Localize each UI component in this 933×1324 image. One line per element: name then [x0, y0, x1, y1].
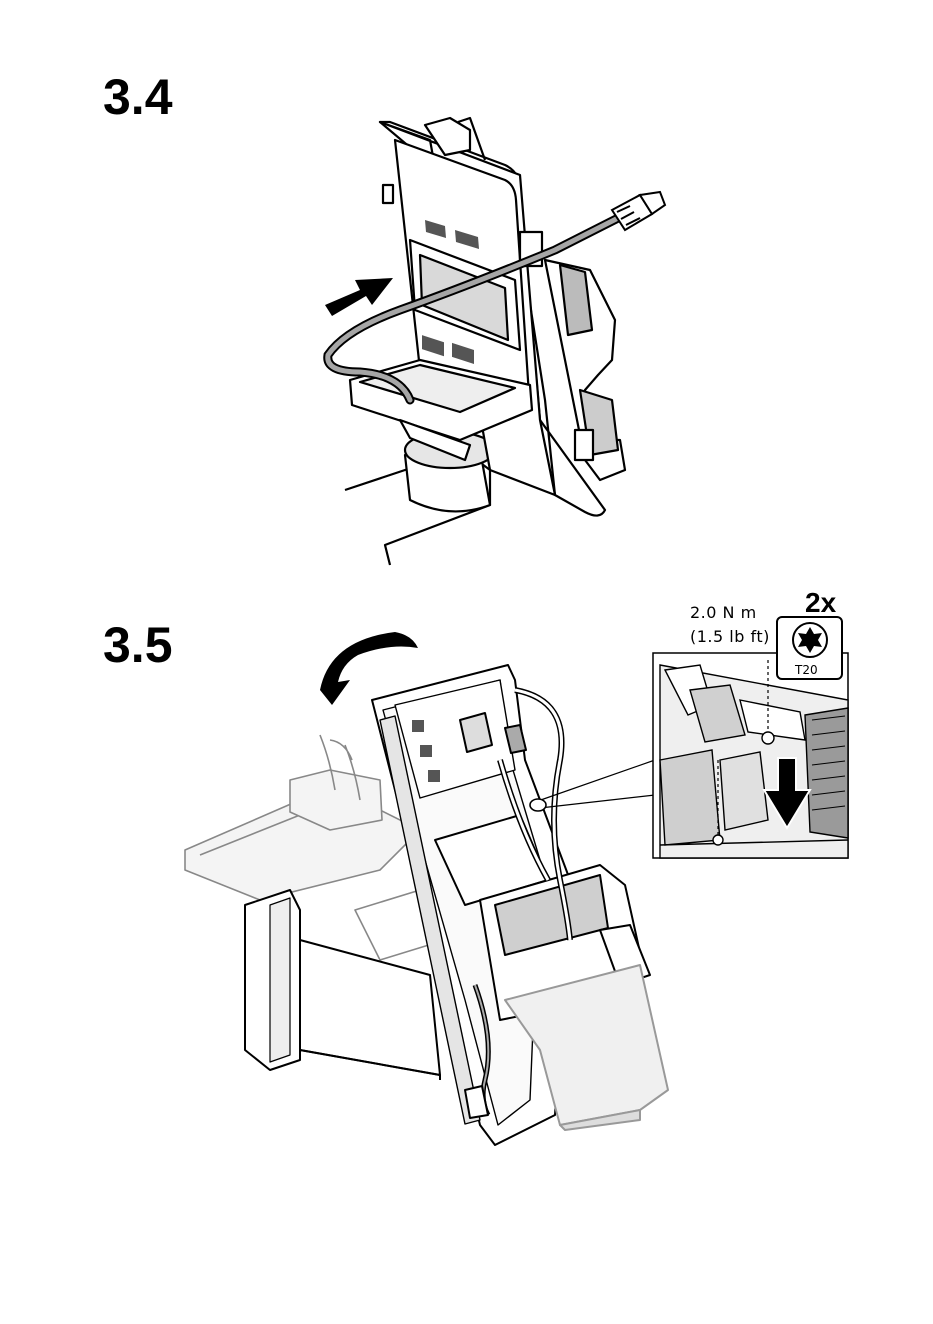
illustration-step-3-4 — [345, 118, 625, 565]
torque-value-nm: 2.0 N m — [690, 605, 757, 621]
detail-callout — [653, 653, 848, 858]
torque-value-lbft: (1.5 lb ft) — [690, 629, 770, 645]
rj45-connector — [612, 192, 665, 230]
illustration-step-3-5 — [185, 665, 668, 1145]
bit-size-label: T20 — [795, 663, 818, 677]
quantity-label: 2x — [805, 587, 836, 619]
push-arrow-icon — [325, 278, 393, 316]
